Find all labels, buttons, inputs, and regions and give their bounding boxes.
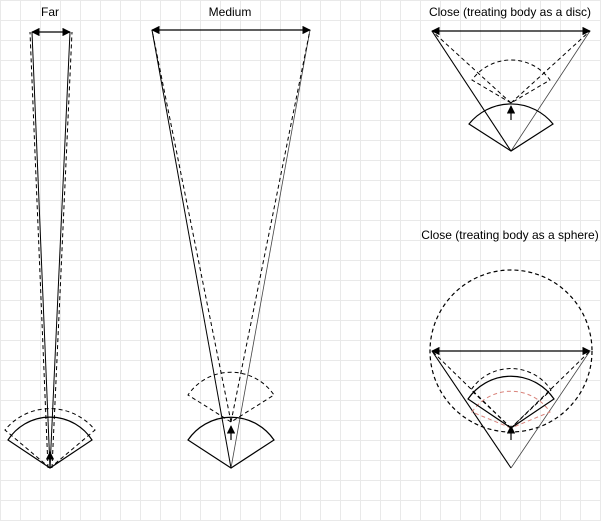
label-close-sphere: Close (treating body as a sphere) (421, 228, 599, 242)
medium-ray-right-dashed (230, 29, 311, 423)
close-sphere-ray-right-dashed (510, 350, 591, 429)
far-ray-left (31, 31, 51, 469)
medium-ray-left-dashed (151, 29, 232, 423)
close-sphere-diagram (429, 269, 593, 469)
close-disc-ray-left-dashed (431, 30, 512, 104)
medium-ray-left (151, 29, 232, 469)
label-far: Far (41, 5, 59, 19)
close-disc-ray-left (431, 30, 512, 152)
far-ray-right (49, 31, 71, 469)
close-disc-ray-right-dashed (510, 30, 591, 104)
close-sphere-ray-left-dashed (431, 350, 512, 429)
far-ray-left-dashed (29, 31, 49, 469)
medium-diagram (151, 25, 311, 469)
close-disc-fov-sector (468, 103, 554, 152)
far-fov-sector (7, 416, 93, 469)
label-close-disc: Close (treating body as a disc) (428, 5, 592, 19)
close-disc-ray-right (510, 30, 591, 152)
close-sphere-fov-sector-dashed (470, 368, 552, 429)
medium-ray-right (230, 29, 311, 469)
close-sphere-ray-right (510, 350, 591, 469)
label-medium: Medium (208, 5, 252, 19)
far-diagram (4, 27, 96, 469)
far-ray-right-dashed (51, 31, 73, 469)
medium-fov-sector-dashed (187, 371, 275, 423)
medium-fov-sector (187, 416, 275, 469)
close-disc-diagram (431, 26, 591, 152)
close-disc-fov-sector-dashed (471, 59, 551, 104)
close-sphere-ray-left (431, 350, 512, 469)
